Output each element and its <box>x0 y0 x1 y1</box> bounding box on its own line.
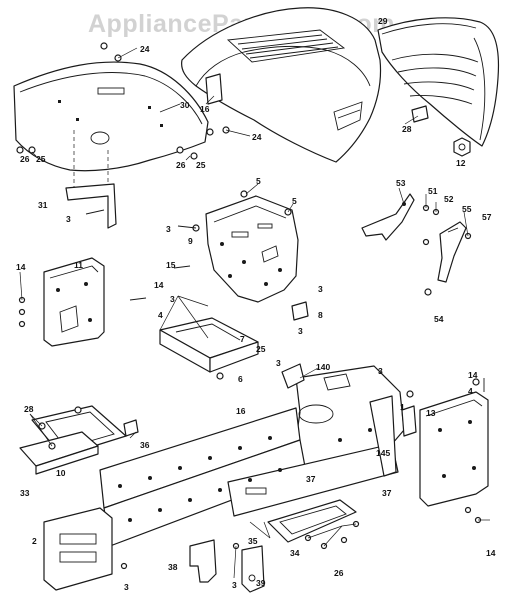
callout-14: 14 <box>486 548 496 558</box>
callout-3: 3 <box>232 580 237 590</box>
callout-12: 12 <box>456 158 466 168</box>
callout-33: 33 <box>20 488 30 498</box>
callout-15: 15 <box>166 260 176 270</box>
callout-57: 57 <box>482 212 492 222</box>
callout-54: 54 <box>434 314 444 324</box>
callout-3: 3 <box>298 326 303 336</box>
callout-16: 16 <box>200 104 210 114</box>
callout-6: 6 <box>238 374 243 384</box>
callout-51: 51 <box>428 186 438 196</box>
callout-25: 25 <box>36 154 46 164</box>
callout-26: 26 <box>176 160 186 170</box>
callout-26: 26 <box>334 568 344 578</box>
part-1-frame <box>99 365 405 547</box>
callout-24: 24 <box>140 44 150 54</box>
callout-3: 3 <box>66 214 71 224</box>
callout-3: 3 <box>170 294 175 304</box>
callout-9: 9 <box>188 236 193 246</box>
callout-37: 37 <box>382 488 392 498</box>
callout-28: 28 <box>24 404 34 414</box>
part-33-footrest-base <box>19 431 99 475</box>
part-13-right-side-panel <box>419 391 489 507</box>
leader-lines <box>19 47 490 579</box>
callout-30: 30 <box>180 100 190 110</box>
callout-140: 140 <box>316 362 330 372</box>
callout-145: 145 <box>376 448 390 458</box>
callout-16: 16 <box>236 406 246 416</box>
callout-4: 4 <box>158 310 163 320</box>
part-29-grille-panel <box>377 17 500 147</box>
callout-35: 35 <box>248 536 258 546</box>
callout-28: 28 <box>402 124 412 134</box>
part-31-hood-bracket <box>65 130 117 229</box>
callout-53: 53 <box>396 178 406 188</box>
callout-26: 26 <box>20 154 30 164</box>
callout-38: 38 <box>168 562 178 572</box>
callout-37: 37 <box>306 474 316 484</box>
part-30-hood-panel <box>13 61 209 172</box>
callout-labels: 24 29 30 16 28 12 24 26 25 26 25 31 3 5 … <box>16 16 496 592</box>
callout-1: 1 <box>400 402 405 412</box>
callout-3: 3 <box>378 366 383 376</box>
callout-3: 3 <box>124 582 129 592</box>
callout-5: 5 <box>256 176 261 186</box>
part-34-right-footrest <box>267 499 357 543</box>
callout-10: 10 <box>56 468 66 478</box>
callout-31: 31 <box>38 200 48 210</box>
callout-14: 14 <box>16 262 26 272</box>
part-53-pedal-bracket <box>361 193 415 241</box>
callout-4: 4 <box>468 386 473 396</box>
part-7-battery-tray <box>159 317 259 373</box>
callout-7: 7 <box>240 334 245 344</box>
callout-8: 8 <box>318 310 323 320</box>
callout-25: 25 <box>196 160 206 170</box>
callout-25: 25 <box>256 344 266 354</box>
callout-24: 24 <box>252 132 262 142</box>
callout-39: 39 <box>256 578 266 588</box>
callout-11: 11 <box>74 260 83 270</box>
part-9-dash-plate <box>205 195 299 303</box>
callout-3: 3 <box>318 284 323 294</box>
callout-13: 13 <box>426 408 436 418</box>
callout-14: 14 <box>468 370 478 380</box>
callout-55: 55 <box>462 204 472 214</box>
callout-29: 29 <box>378 16 388 26</box>
part-11-left-side-panel <box>43 257 105 347</box>
part-38-hitch-bracket <box>189 539 217 583</box>
callout-5: 5 <box>292 196 297 206</box>
part-55-bracket <box>437 221 467 283</box>
callout-34: 34 <box>290 548 300 558</box>
part-2-rear-plate <box>43 507 113 591</box>
callout-52: 52 <box>444 194 454 204</box>
callout-3: 3 <box>276 358 281 368</box>
part-12-nut <box>453 137 471 157</box>
part-39-hitch-bracket <box>241 545 265 593</box>
callout-36: 36 <box>140 440 150 450</box>
callout-14: 14 <box>154 280 164 290</box>
callout-3: 3 <box>166 224 171 234</box>
callout-2: 2 <box>32 536 37 546</box>
